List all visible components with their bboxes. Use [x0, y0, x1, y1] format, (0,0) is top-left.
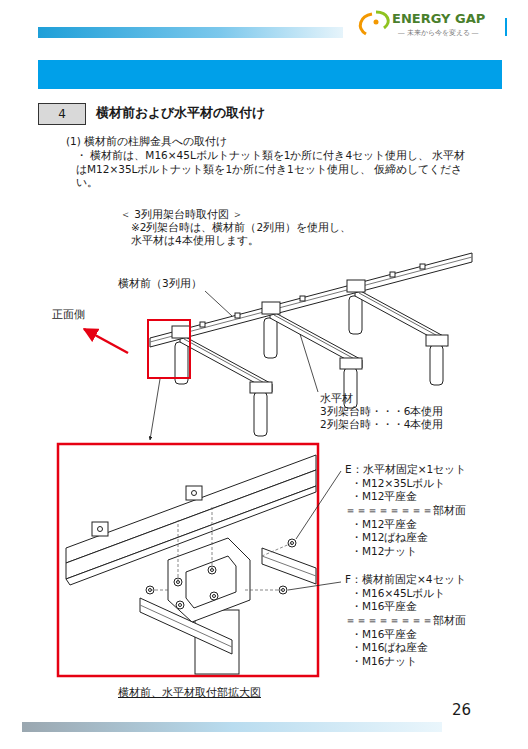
section-title: 横材前および水平材の取付け: [96, 105, 265, 121]
leg: [430, 345, 443, 385]
section-number: 4: [58, 107, 66, 121]
leader-line: [296, 471, 341, 539]
part-name: 水平材: [320, 392, 353, 405]
bracket: [172, 326, 190, 338]
tab: [235, 313, 240, 318]
base-bracket-inner: [186, 556, 236, 608]
leader-line: [288, 582, 341, 590]
quantity-note: 2列架台時・・・4本使用: [320, 418, 443, 431]
logo-text: ENERGY GAP: [392, 11, 485, 27]
detail-marker: [148, 320, 190, 378]
bolt-axis: [150, 505, 292, 590]
part-item: ・M16ばね座金: [351, 641, 428, 654]
front-arrow: [84, 329, 128, 353]
header-bar: [38, 27, 343, 38]
direction-label: 正面側: [52, 308, 85, 321]
detail-frame: [58, 444, 318, 676]
logo-divider: [505, 18, 507, 36]
horizontal-member: [180, 334, 272, 392]
part-item: ・M12ばね座金: [351, 531, 428, 544]
footer-bar: [22, 722, 442, 732]
bracket: [426, 335, 448, 346]
tab: [186, 486, 202, 500]
figure-caption: 横材前、水平材取付部拡大図: [118, 686, 261, 699]
bolt: [210, 592, 218, 600]
page-number: 26: [452, 701, 471, 720]
bracket: [250, 382, 272, 393]
bracket: [347, 280, 365, 292]
tab: [390, 272, 395, 277]
leader-line: [300, 334, 318, 392]
tab: [92, 522, 108, 536]
part-item: ・M16×45Lボルト: [351, 587, 445, 600]
horizontal-member: [270, 310, 362, 368]
part-item: ・M12×35Lボルト: [351, 477, 445, 490]
tab: [420, 264, 425, 269]
front-rail-web: [66, 470, 316, 579]
part-name: 横材前（3列用）: [118, 277, 202, 290]
tab: [300, 296, 305, 301]
member-face-divider: ＝＝＝＝＝＝＝＝部材面: [345, 504, 466, 517]
leader-line: [205, 291, 232, 316]
set-heading: E：水平材固定×1セット: [345, 463, 466, 476]
logo-tagline: ― 未来から今を変える ―: [398, 29, 478, 37]
leg: [254, 392, 267, 436]
logo-mark: [360, 12, 388, 34]
front-rail: [66, 455, 316, 563]
instruction-text: ・ 横材前は、M16×45Lボルトナット類を1か所に付き4セット使用し、 水平材…: [76, 149, 468, 190]
detail-view: [66, 455, 316, 674]
horizontal-member: [262, 548, 316, 584]
front-rail-flange: [66, 486, 316, 585]
bracket: [262, 302, 280, 314]
base-bracket: [168, 538, 250, 622]
part-item: ・M12平座金: [351, 490, 417, 503]
step-heading: (1) 横材前の柱脚金具への取付け: [66, 135, 227, 148]
part-item: ・M12ナット: [351, 545, 417, 558]
member-face-divider: ＝＝＝＝＝＝＝＝部材面: [345, 614, 466, 627]
part-item: ・M16ナット: [351, 655, 417, 668]
figure-heading: ＜ 3列用架台時取付図 ＞: [120, 208, 243, 221]
quantity-note: 3列架台時・・・6本使用: [320, 405, 443, 418]
part-item: ・M16平座金: [351, 600, 417, 613]
horizontal-member: [355, 288, 447, 346]
front-rail: [150, 253, 472, 347]
bolt: [176, 601, 184, 609]
tab: [200, 322, 205, 327]
leg: [264, 318, 277, 358]
leg: [349, 296, 362, 334]
detail-leader: [150, 379, 160, 440]
part-item: ・M12平座金: [351, 518, 417, 531]
blue-band: [38, 60, 502, 89]
set-heading: F：横材前固定×4セット: [345, 573, 466, 586]
bracket: [340, 358, 362, 369]
part-item: ・M16平座金: [351, 628, 417, 641]
section-number-box: 4: [38, 103, 86, 125]
note-text: ※2列架台時は、横材前（2列用）を使用し、 水平材は4本使用します。: [131, 221, 361, 247]
